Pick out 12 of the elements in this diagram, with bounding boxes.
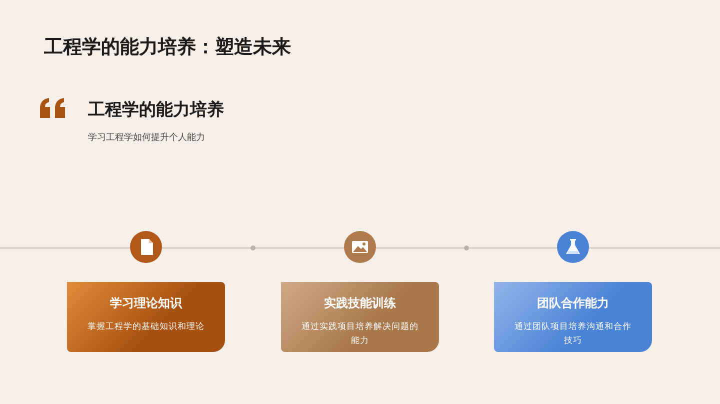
info-card <box>281 282 439 352</box>
section-heading: 工程学的能力培养 <box>88 99 224 121</box>
info-card <box>67 282 225 352</box>
card-text: 通过团队项目培养沟通和合作技巧 <box>514 320 632 348</box>
slide-title: 工程学的能力培养：塑造未来 <box>44 35 291 60</box>
card-heading: 实践技能训练 <box>324 295 396 312</box>
card-text: 通过实践项目培养解决问题的能力 <box>300 320 420 348</box>
card-heading: 团队合作能力 <box>537 295 609 312</box>
card-text: 掌握工程学的基础知识和理论 <box>86 321 206 334</box>
info-card <box>494 282 652 352</box>
card-heading: 学习理论知识 <box>110 295 182 312</box>
subtitle: 学习工程学如何提升个人能力 <box>88 132 205 144</box>
